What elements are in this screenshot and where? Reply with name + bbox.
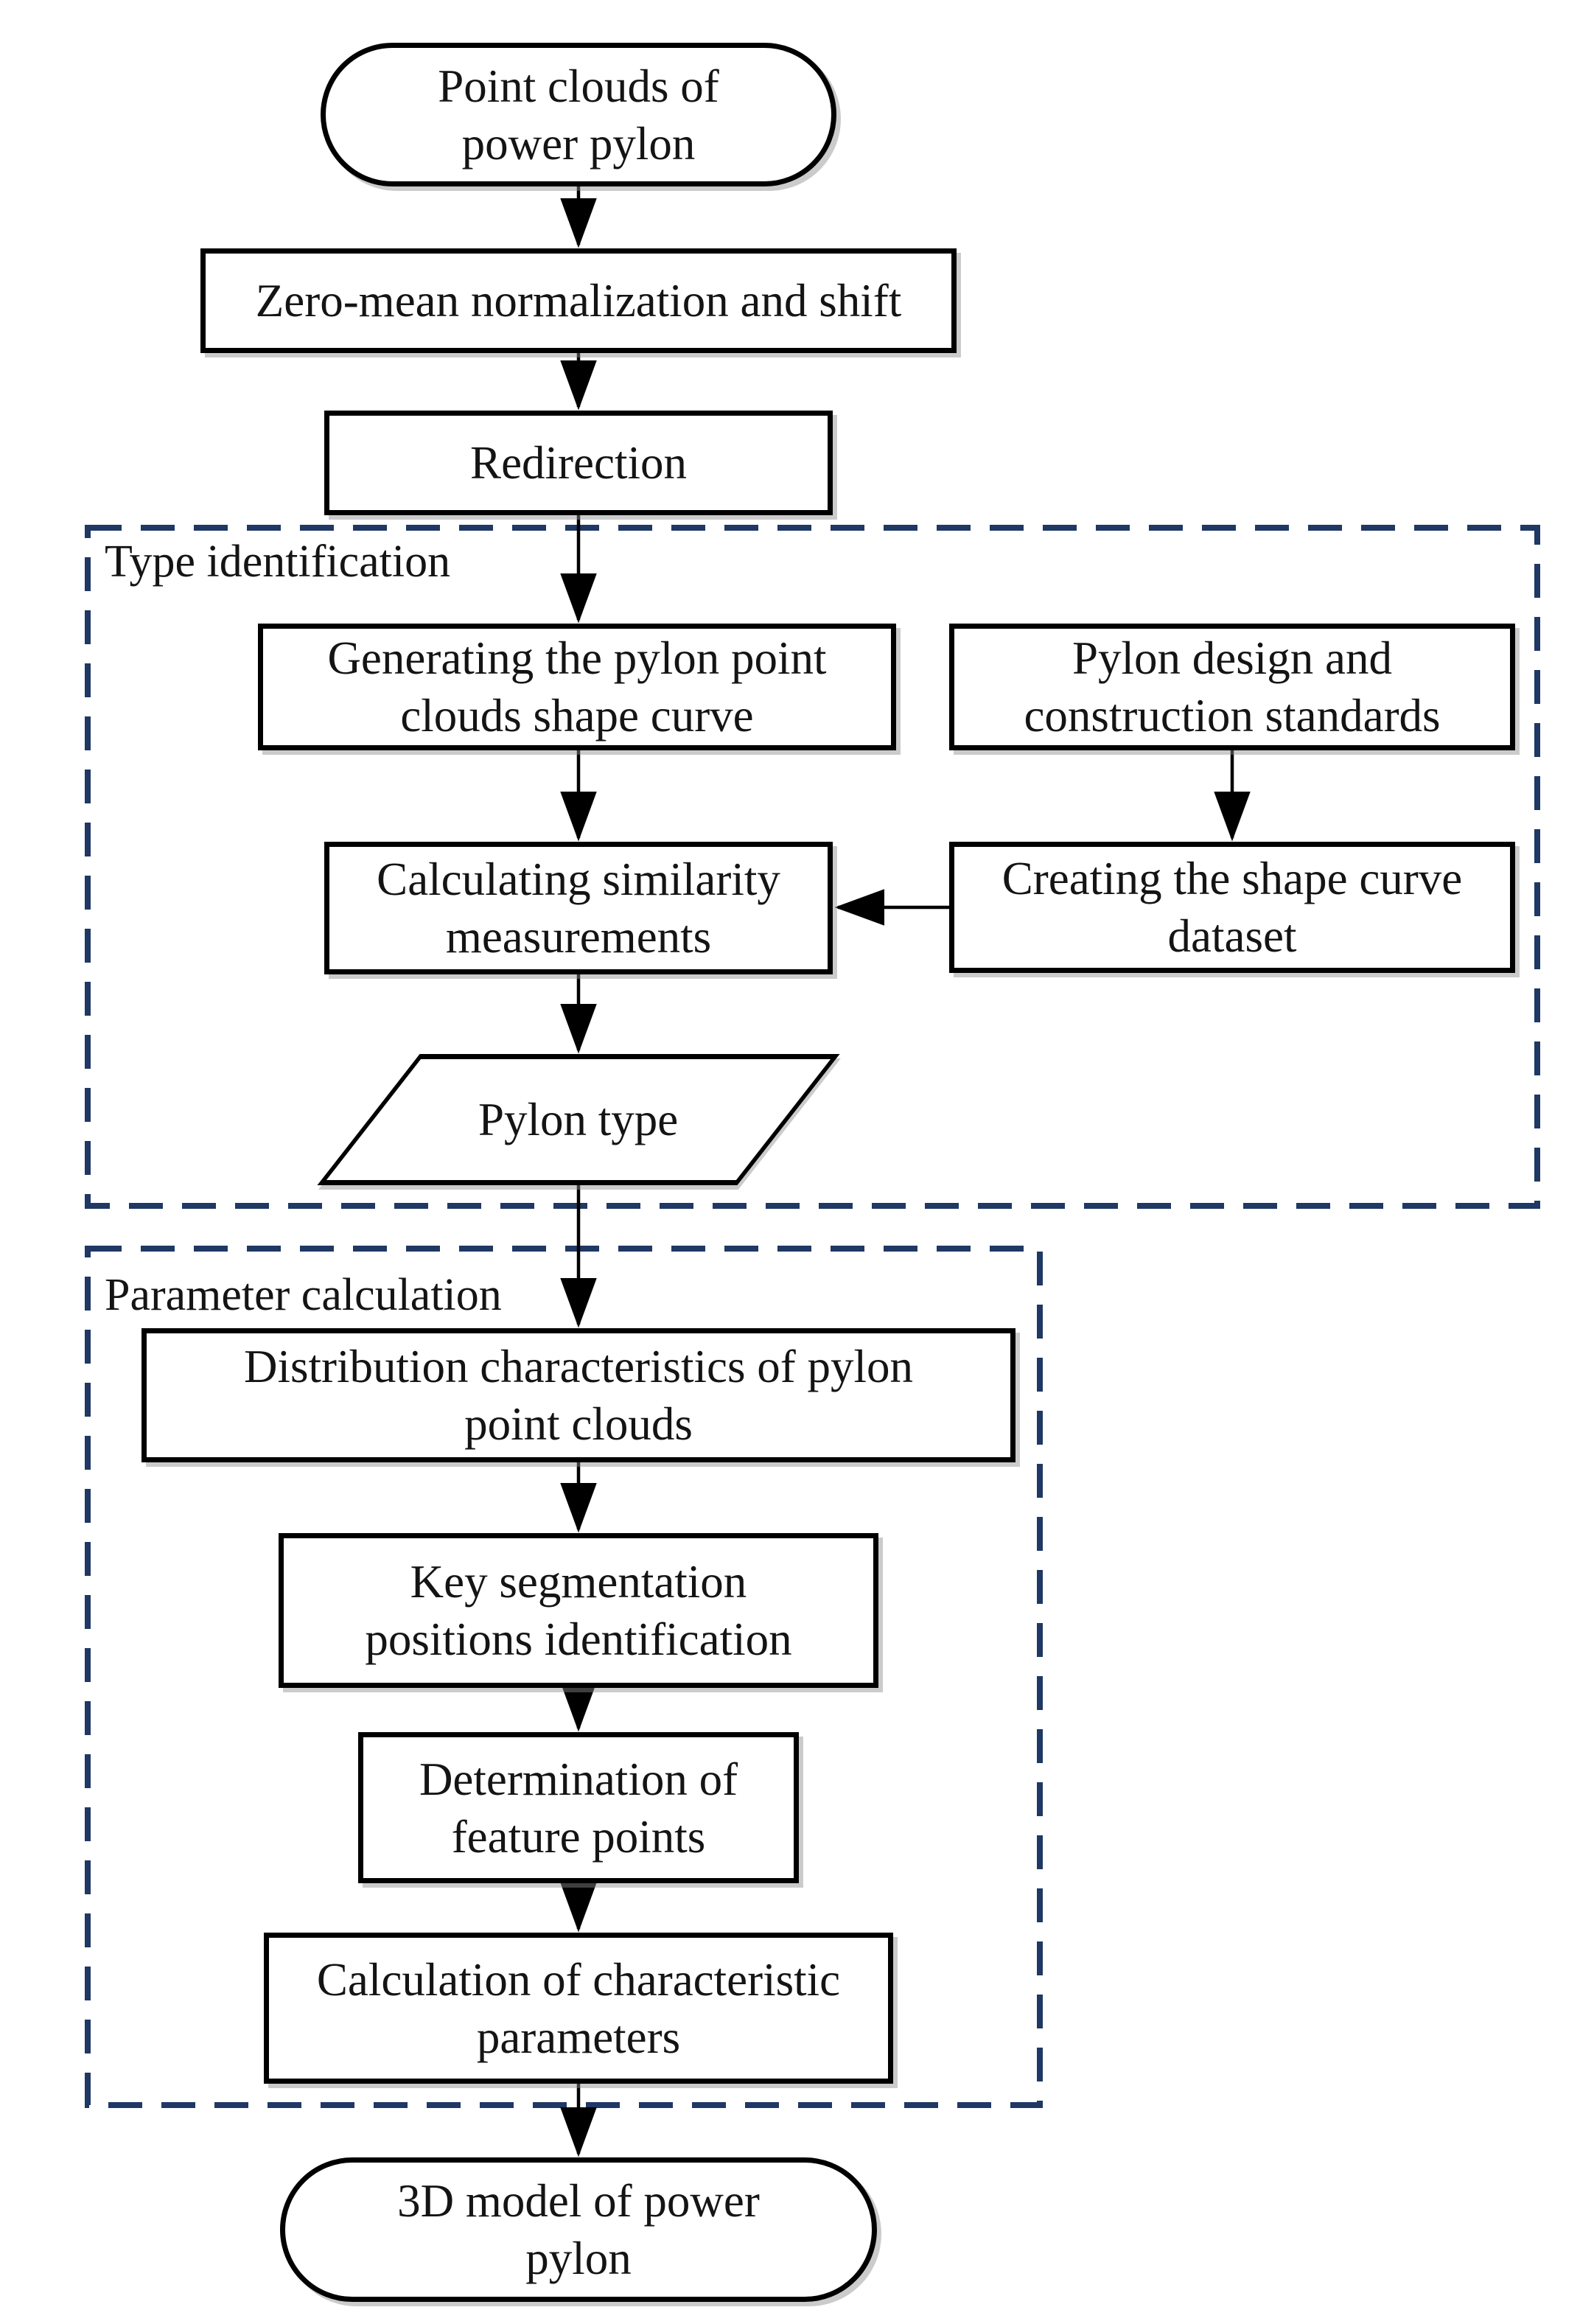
node-label: Key segmentation positions identificatio…	[365, 1556, 792, 1665]
node-pylon-type: Pylon type	[317, 1054, 840, 1185]
node-redirection: Redirection	[324, 411, 833, 515]
node-pylon-design-standards: Pylon design and construction standards	[949, 624, 1515, 750]
node-label: Redirection	[470, 437, 687, 489]
node-calculation-characteristic-parameters: Calculation of characteristic parameters	[264, 1933, 893, 2084]
node-key-segmentation-positions: Key segmentation positions identificatio…	[279, 1533, 878, 1688]
node-label: Determination of feature points	[419, 1753, 738, 1863]
node-label: Distribution characteristics of pylon po…	[243, 1341, 914, 1450]
node-label: Zero-mean normalization and shift	[255, 275, 902, 327]
node-label: Point clouds of power pylon	[438, 60, 719, 170]
node-generating-shape-curve: Generating the pylon point clouds shape …	[258, 624, 896, 750]
node-creating-shape-curve-dataset: Creating the shape curve dataset	[949, 842, 1515, 973]
node-point-clouds-of-power-pylon: Point clouds of power pylon	[321, 43, 836, 186]
node-distribution-characteristics: Distribution characteristics of pylon po…	[141, 1328, 1016, 1462]
node-label: Pylon design and construction standards	[1024, 632, 1441, 741]
node-determination-feature-points: Determination of feature points	[358, 1732, 799, 1883]
node-label: Calculation of characteristic parameters	[316, 1953, 841, 2063]
node-label: Generating the pylon point clouds shape …	[327, 632, 827, 741]
group-label-parameter-calculation: Parameter calculation	[105, 1270, 502, 1320]
node-zero-mean-normalization: Zero-mean normalization and shift	[200, 248, 957, 353]
node-label: Creating the shape curve dataset	[1002, 853, 1463, 962]
node-label: 3D model of power pylon	[397, 2175, 760, 2284]
node-calculating-similarity: Calculating similarity measurements	[324, 842, 833, 974]
node-label: Pylon type	[478, 1094, 679, 1145]
node-3d-model-of-power-pylon: 3D model of power pylon	[280, 2157, 877, 2302]
node-label: Calculating similarity measurements	[377, 854, 780, 963]
group-label-type-identification: Type identification	[105, 537, 451, 587]
